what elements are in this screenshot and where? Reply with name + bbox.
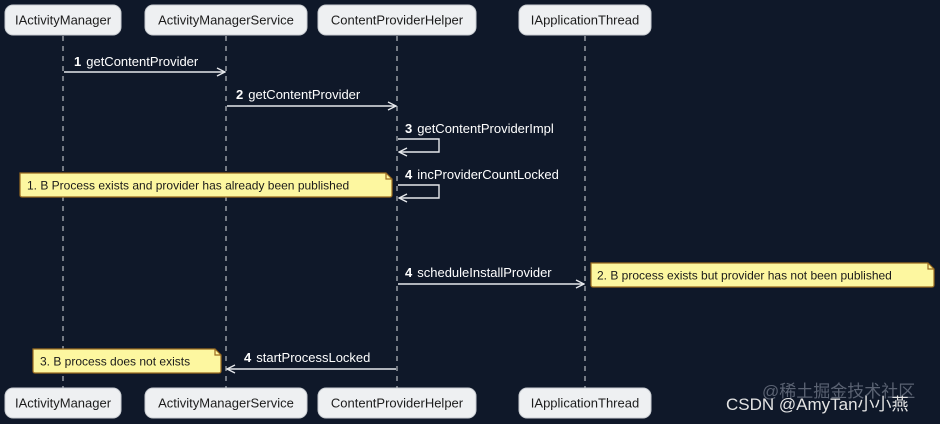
- note-2: 2. B process exists but provider has not…: [590, 262, 935, 288]
- participant-label: IApplicationThread: [531, 396, 639, 411]
- participant-top-iactivitymanager: IActivityManager: [4, 4, 122, 36]
- participant-label: ContentProviderHelper: [331, 396, 464, 411]
- participant-bottom-iapplicationthread: IApplicationThread: [518, 387, 652, 419]
- participant-top-iapplicationthread: IApplicationThread: [518, 4, 652, 36]
- participant-bottom-activitymanagerservice: ActivityManagerService: [144, 387, 308, 419]
- participant-label: IActivityManager: [15, 396, 112, 411]
- participant-top-activitymanagerservice: ActivityManagerService: [144, 4, 308, 36]
- participant-bottom-contentproviderhelper: ContentProviderHelper: [317, 387, 477, 419]
- watermark-juejin: @稀土掘金技术社区: [762, 382, 915, 401]
- participant-label: IApplicationThread: [531, 13, 639, 28]
- note-1: 1. B Process exists and provider has alr…: [19, 172, 393, 198]
- watermark-csdn: CSDN @AmyTan小小燕: [726, 395, 909, 414]
- participant-label: IActivityManager: [15, 13, 112, 28]
- note-text: 1. B Process exists and provider has alr…: [27, 179, 349, 193]
- note-text: 2. B process exists but provider has not…: [597, 269, 892, 283]
- participant-bottom-iactivitymanager: IActivityManager: [4, 387, 122, 419]
- note-text: 3. B process does not exists: [40, 355, 190, 369]
- participant-label: ActivityManagerService: [158, 396, 294, 411]
- participant-label: ContentProviderHelper: [331, 13, 464, 28]
- note-3: 3. B process does not exists: [32, 348, 222, 374]
- participant-top-contentproviderhelper: ContentProviderHelper: [317, 4, 477, 36]
- participant-label: ActivityManagerService: [158, 13, 294, 28]
